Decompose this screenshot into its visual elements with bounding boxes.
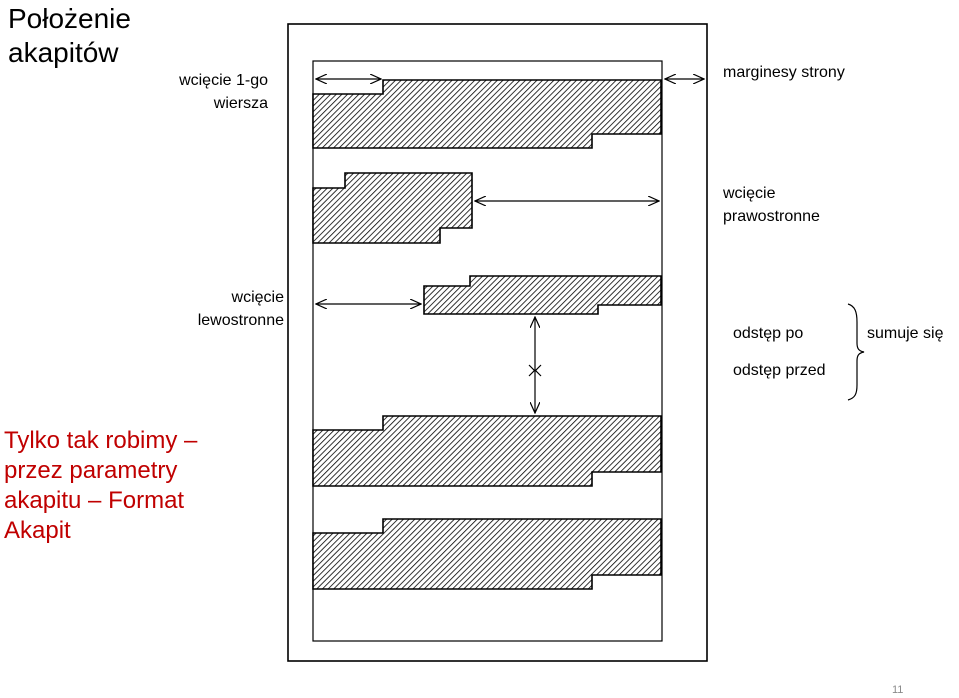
sums-up-label: sumuje się [867,325,944,342]
space-junction-mark-lower [528,369,542,377]
paragraph-block-5 [312,518,662,590]
text-area-outline [312,60,663,642]
paragraph-block-2 [312,172,473,244]
red-note: Tylko tak robimy – przez parametry akapi… [4,427,198,544]
slide-title: Położenie akapitów [8,3,131,68]
curly-brace [847,303,865,401]
first-line-indent-label-line1: wcięcie 1-go [179,72,268,89]
left-indent-label-line1: wcięcie [231,289,284,306]
page-outline [287,23,708,662]
space-before-label: odstęp przed [733,362,826,379]
left-indent-label-line2: lewostronne [197,312,284,329]
paragraph-block-1 [312,79,662,149]
right-indent-label-line2: prawostronne [723,208,820,225]
paragraph-block-4 [312,415,662,487]
paragraph-block-3 [423,275,662,315]
page-margins-label: marginesy strony [723,64,845,81]
space-junction-mark [528,364,542,372]
first-line-indent-label-line2: wiersza [213,95,268,112]
page-number: 11 [892,684,904,696]
space-after-label: odstęp po [733,325,804,342]
right-indent-label-line1: wcięcie [723,185,776,202]
